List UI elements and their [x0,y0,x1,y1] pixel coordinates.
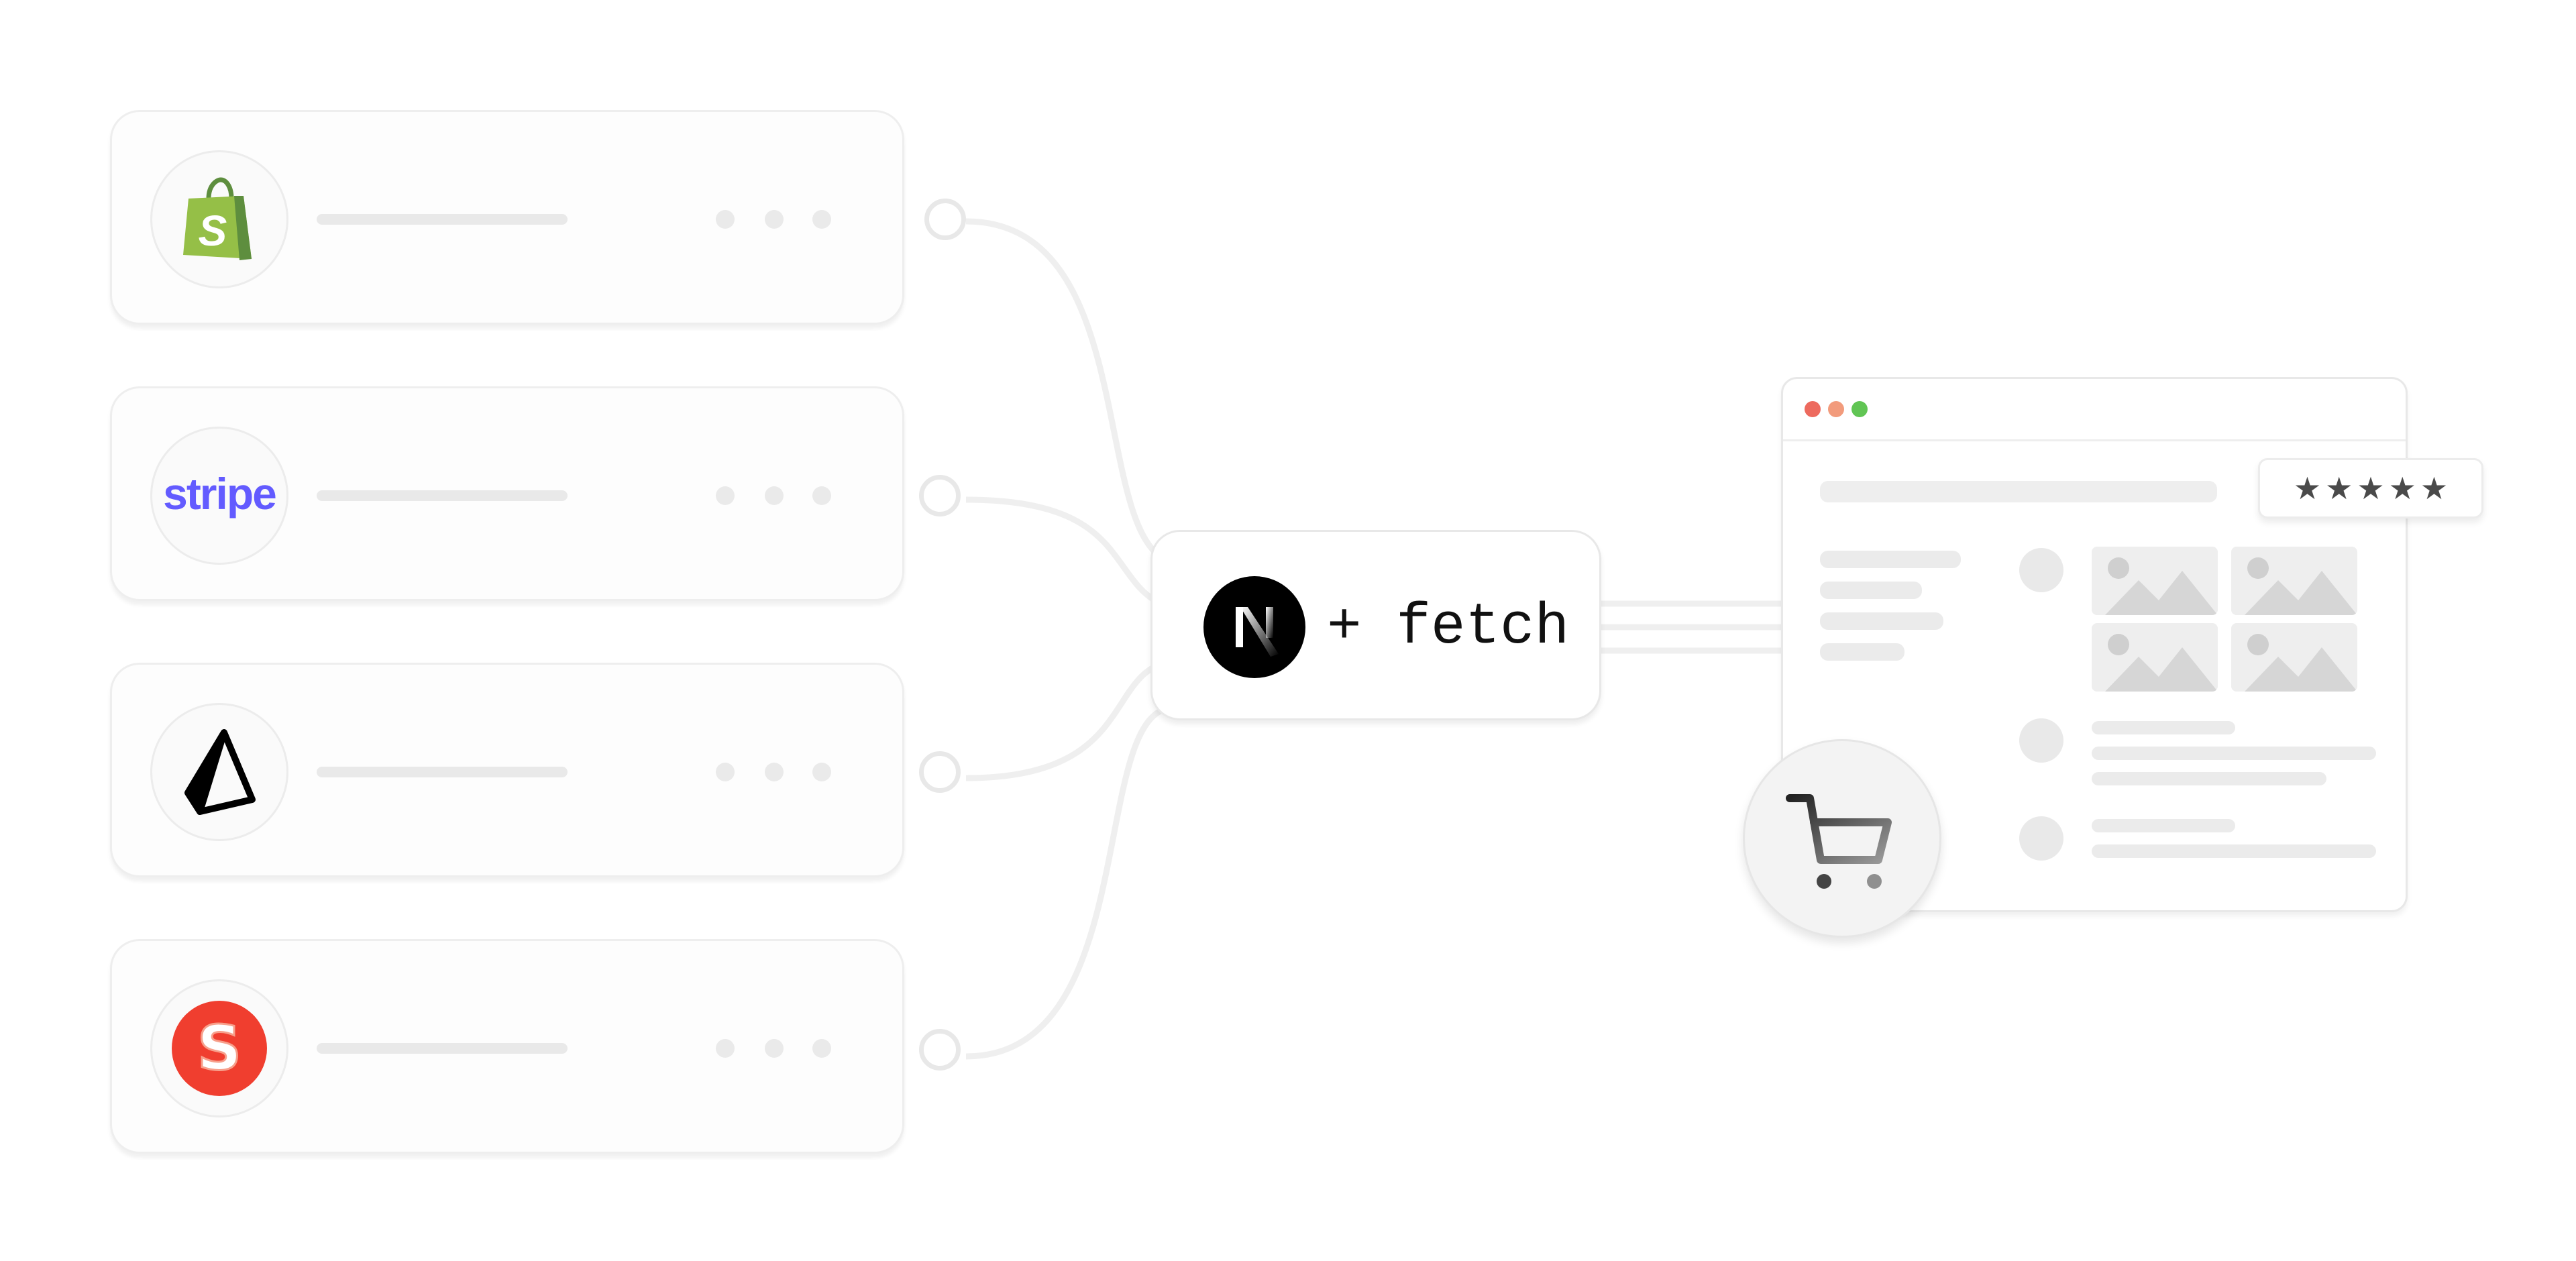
more-dot [812,1039,831,1058]
star-icon: ★ [2388,470,2416,506]
more-dot [765,486,784,505]
placeholder-line [317,767,568,777]
more-dot [716,763,735,781]
star-icon: ★ [2293,470,2322,506]
sanity-s-icon: S [172,1001,267,1096]
storefront-browser-window [1781,377,2408,912]
window-maximize-dot [1851,401,1868,417]
placeholder-line [1820,551,1961,568]
placeholder-avatar [2019,548,2063,592]
source-logo-shopify: S [150,150,288,288]
stripe-logo-icon: stripe [163,469,277,518]
more-dot [716,1039,735,1058]
placeholder-line [2092,844,2376,858]
cart-bubble [1743,739,1941,938]
more-dot [765,1039,784,1058]
more-dot [812,486,831,505]
more-dot [765,763,784,781]
placeholder-line [2092,772,2326,785]
shopping-cart-icon [1786,794,1892,889]
hub-label: + fetch [1327,594,1570,660]
source-logo-stripe: stripe [150,427,288,565]
more-dot [765,210,784,229]
placeholder-line [317,1043,568,1054]
placeholder-line [2092,747,2376,760]
more-dot [716,210,735,229]
placeholder-avatar [2019,816,2063,861]
window-minimize-dot [1828,401,1844,417]
placeholder-line [317,214,568,225]
sanity-letter: S [197,1012,241,1084]
star-icon: ★ [2357,470,2385,506]
source-card-stripe: stripe [110,386,904,601]
image-placeholder-icon [2231,547,2357,615]
connector-port [924,199,966,240]
image-placeholder-icon [2092,547,2218,615]
more-dot [812,763,831,781]
placeholder-avatar [2019,718,2063,763]
connector-port [919,475,961,516]
connector-port [919,751,961,793]
connector-port [919,1029,961,1071]
more-dot [812,210,831,229]
source-logo-sanity: S [150,979,288,1117]
placeholder-line [1820,582,1922,599]
window-close-dot [1805,401,1821,417]
image-placeholder-icon [2092,623,2218,692]
placeholder-line [1820,643,1904,661]
prisma-triangle-icon [184,729,256,815]
placeholder-line [2092,819,2235,832]
nextjs-logo-icon [1203,576,1305,678]
source-logo-prisma [150,703,288,841]
source-card-shopify: S [110,110,904,325]
shopify-letter: S [199,207,227,255]
star-icon: ★ [2420,470,2449,506]
placeholder-heading [1820,481,2217,502]
nextjs-fetch-hub: + fetch [1150,530,1601,720]
shopify-bag-icon: S [183,177,252,260]
browser-title-bar [1783,379,2406,441]
source-card-sanity: S [110,939,904,1154]
placeholder-line [1820,612,1943,630]
placeholder-line [317,490,568,501]
star-icon: ★ [2325,470,2353,506]
placeholder-line [2092,721,2235,734]
image-placeholder-icon [2231,623,2357,692]
more-dot [716,486,735,505]
source-card-prisma [110,663,904,877]
rating-stars: ★★★★★ [2258,458,2483,518]
